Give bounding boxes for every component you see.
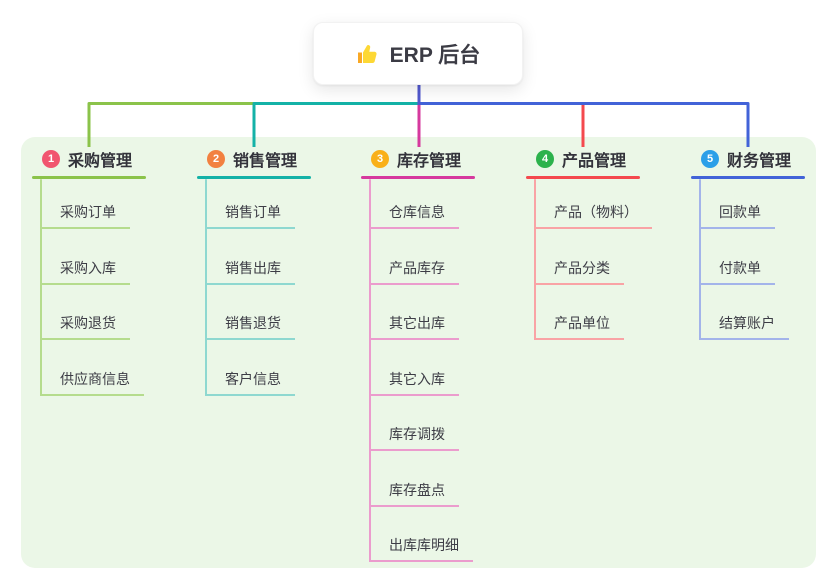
child-label: 出库库明细 <box>389 537 459 553</box>
child-label: 产品库存 <box>389 260 445 276</box>
topic-underline <box>691 176 805 179</box>
thumbs-up-icon <box>357 44 377 63</box>
child-label: 产品（物料） <box>554 204 638 220</box>
children-line <box>534 179 536 340</box>
child-node[interactable]: 销售订单 <box>205 199 295 229</box>
child-label: 采购订单 <box>60 204 116 220</box>
topic-label: 产品管理 <box>562 153 627 170</box>
badge-1: 1 <box>42 150 60 168</box>
child-node[interactable]: 结算账户 <box>699 310 789 340</box>
branch-sales: 2 销售管理 销售订单 销售出库 销售退货 客户信息 <box>197 148 327 396</box>
child-node[interactable]: 采购订单 <box>40 199 130 229</box>
children-line <box>369 179 371 562</box>
badge-4: 4 <box>536 150 554 168</box>
branch-finance: 5 财务管理 回款单 付款单 结算账户 <box>691 148 821 340</box>
child-node[interactable]: 采购入库 <box>40 255 130 285</box>
child-label: 销售退货 <box>225 315 281 331</box>
topic-label: 库存管理 <box>397 153 462 170</box>
child-node[interactable]: 客户信息 <box>205 366 295 396</box>
topic-label: 财务管理 <box>727 153 792 170</box>
topic-underline <box>361 176 475 179</box>
branch-product: 4 产品管理 产品（物料） 产品分类 产品单位 <box>526 148 656 340</box>
topic-node-sales[interactable]: 2 销售管理 <box>197 148 327 170</box>
child-node[interactable]: 产品分类 <box>534 255 624 285</box>
children-line <box>40 179 42 396</box>
child-node[interactable]: 销售退货 <box>205 310 295 340</box>
child-label: 库存调拨 <box>389 426 445 442</box>
child-node[interactable]: 出库库明细 <box>369 532 473 562</box>
topic-underline <box>197 176 311 179</box>
branch-purchase: 1 采购管理 采购订单 采购入库 采购退货 供应商信息 <box>32 148 162 396</box>
topic-label: 销售管理 <box>233 153 298 170</box>
child-node[interactable]: 供应商信息 <box>40 366 144 396</box>
children-line <box>205 179 207 396</box>
child-label: 销售订单 <box>225 204 281 220</box>
child-label: 其它出库 <box>389 315 445 331</box>
child-node[interactable]: 仓库信息 <box>369 199 459 229</box>
topic-node-inventory[interactable]: 3 库存管理 <box>361 148 491 170</box>
child-node[interactable]: 产品单位 <box>534 310 624 340</box>
topic-node-product[interactable]: 4 产品管理 <box>526 148 656 170</box>
child-node[interactable]: 销售出库 <box>205 255 295 285</box>
child-label: 库存盘点 <box>389 482 445 498</box>
child-node[interactable]: 其它出库 <box>369 310 459 340</box>
child-label: 采购退货 <box>60 315 116 331</box>
topic-underline <box>526 176 640 179</box>
child-label: 付款单 <box>719 260 761 276</box>
child-node[interactable]: 其它入库 <box>369 366 459 396</box>
child-node[interactable]: 产品（物料） <box>534 199 652 229</box>
children-line <box>699 179 701 340</box>
child-label: 仓库信息 <box>389 204 445 220</box>
child-node[interactable]: 产品库存 <box>369 255 459 285</box>
topic-underline <box>32 176 146 179</box>
child-node[interactable]: 库存盘点 <box>369 477 459 507</box>
root-topic[interactable]: ERP 后台 <box>313 22 523 85</box>
topic-node-purchase[interactable]: 1 采购管理 <box>32 148 162 170</box>
child-node[interactable]: 库存调拨 <box>369 421 459 451</box>
branch-inventory: 3 库存管理 仓库信息 产品库存 其它出库 其它入库 库存调拨 库存盘点 出库库… <box>361 148 491 562</box>
child-node[interactable]: 回款单 <box>699 199 775 229</box>
root-topic-label: ERP 后台 <box>389 43 481 67</box>
grouping-panel <box>21 137 816 568</box>
child-node[interactable]: 采购退货 <box>40 310 130 340</box>
child-label: 产品单位 <box>554 315 610 331</box>
child-label: 采购入库 <box>60 260 116 276</box>
child-label: 销售出库 <box>225 260 281 276</box>
child-label: 其它入库 <box>389 371 445 387</box>
badge-3: 3 <box>371 150 389 168</box>
badge-5: 5 <box>701 150 719 168</box>
topic-label: 采购管理 <box>68 153 133 170</box>
child-label: 结算账户 <box>719 315 775 331</box>
child-node[interactable]: 付款单 <box>699 255 775 285</box>
topic-node-finance[interactable]: 5 财务管理 <box>691 148 821 170</box>
child-label: 回款单 <box>719 204 761 220</box>
badge-2: 2 <box>207 150 225 168</box>
child-label: 产品分类 <box>554 260 610 276</box>
child-label: 客户信息 <box>225 371 281 387</box>
child-label: 供应商信息 <box>60 371 130 387</box>
